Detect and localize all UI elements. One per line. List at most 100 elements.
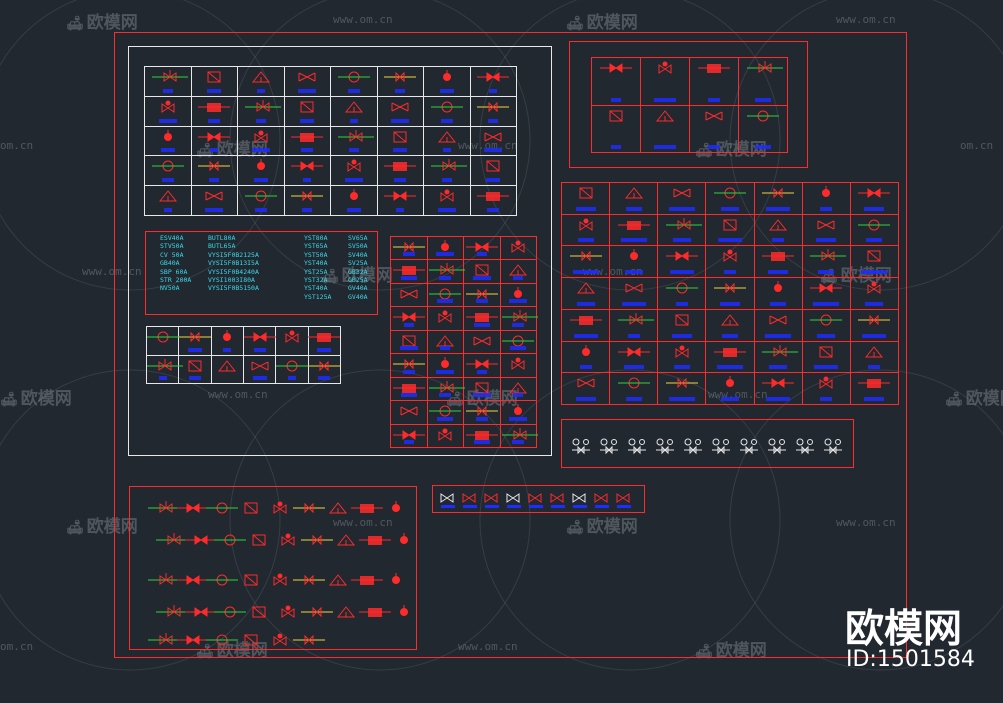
- loose-symbol-icon: [351, 576, 383, 585]
- symbol-cell: [211, 355, 244, 384]
- symbol-cell: [464, 401, 501, 425]
- valve-symbol-icon: [442, 70, 451, 81]
- symbol-label-mark: [814, 365, 839, 370]
- tag-code: YST32A: [304, 276, 328, 285]
- strip-valve-icon: [550, 493, 565, 508]
- symbol-cell: [427, 260, 466, 284]
- symbol-label-mark: [472, 393, 491, 398]
- symbol-cell: [191, 126, 238, 157]
- symbol-label-mark: [625, 206, 642, 211]
- valve-symbol-icon: [502, 427, 539, 440]
- loose-symbol-icon: [252, 534, 266, 546]
- symbol-cell: [238, 67, 285, 97]
- symbol-cell: [391, 377, 428, 402]
- symbol-label-mark: [158, 376, 167, 380]
- symbol-cell: [331, 156, 378, 187]
- symbol-label-mark: [772, 238, 785, 243]
- symbol-cell: [284, 156, 331, 187]
- valve-symbol-icon: [465, 313, 498, 323]
- symbol-label-mark: [755, 97, 771, 102]
- symbol-cell: [610, 183, 659, 215]
- symbol-cell: [850, 214, 899, 247]
- symbol-cell: [706, 278, 755, 310]
- symbol-cell: [145, 126, 192, 157]
- valve-symbol-icon: [251, 361, 269, 370]
- symbol-label-mark: [486, 178, 501, 183]
- valve-symbol-icon: [430, 159, 467, 172]
- symbol-label-mark: [399, 346, 418, 351]
- symbol-cell: [754, 183, 803, 215]
- valve-symbol-icon: [658, 61, 672, 74]
- symbol-label-mark: [621, 301, 646, 306]
- symbol-label-mark: [512, 440, 525, 444]
- scattered-symbols: [148, 501, 408, 646]
- symbol-label-mark: [349, 118, 358, 123]
- symbol-cell: [464, 424, 501, 448]
- symbol-label-mark: [476, 252, 487, 257]
- valve-symbol-icon: [244, 190, 277, 202]
- symbol-cell: [706, 183, 755, 215]
- symbol-cell: [610, 373, 659, 405]
- symbol-cell: [706, 341, 755, 374]
- loose-symbol-icon: [359, 608, 391, 617]
- instrument-panel: [569, 41, 808, 168]
- valve-symbol-icon: [769, 218, 788, 231]
- symbol-cell: [243, 327, 277, 356]
- valve-symbol-icon: [441, 240, 450, 251]
- symbol-cell: [706, 246, 755, 279]
- symbol-cell: [191, 156, 238, 187]
- symbol-cell: [562, 373, 611, 405]
- valve-symbol-icon: [400, 406, 418, 416]
- valve-symbol-icon: [655, 109, 675, 121]
- symbol-label-mark: [473, 440, 490, 444]
- symbol-cell: [658, 214, 707, 247]
- symbol-cell: [391, 424, 428, 448]
- symbol-cell: [850, 373, 899, 405]
- symbol-label-mark: [509, 299, 528, 304]
- valve-symbol-icon: [347, 159, 361, 173]
- valve-symbol-icon: [392, 312, 425, 323]
- symbol-label-mark: [576, 301, 595, 306]
- symbol-cell: [500, 354, 537, 378]
- symbol-sheet-frame: [128, 46, 552, 456]
- symbol-label-mark: [402, 252, 415, 257]
- strip-valve-icon: [462, 493, 477, 508]
- symbol-label-mark: [719, 301, 740, 306]
- symbol-label-mark: [579, 365, 592, 370]
- valve-symbol-icon: [437, 130, 456, 143]
- symbol-cell: [275, 355, 309, 384]
- valve-symbol-icon: [151, 70, 188, 82]
- tag-code: GV40A: [348, 284, 368, 293]
- symbol-label-mark: [818, 270, 835, 275]
- symbol-label-mark: [672, 238, 691, 243]
- symbol-label-mark: [253, 178, 268, 183]
- symbol-label-mark: [620, 238, 647, 243]
- symbol-cell: [391, 354, 428, 378]
- loose-symbol-icon: [281, 533, 295, 546]
- loose-symbol-icon: [392, 573, 400, 584]
- symbol-label-mark: [205, 207, 224, 212]
- nozzle-icon: [628, 438, 646, 455]
- loose-symbol-icon: [156, 533, 192, 545]
- valve-symbol-icon: [223, 330, 232, 341]
- symbol-cell: [424, 156, 471, 187]
- symbol-cell: [739, 105, 788, 153]
- valve-symbol-icon: [747, 110, 779, 121]
- valve-symbol-icon: [391, 102, 409, 112]
- tag-code: BUTL65A: [208, 242, 236, 251]
- valve-symbol-icon: [705, 111, 723, 120]
- symbol-label-mark: [510, 346, 527, 351]
- valve-symbol-icon: [392, 266, 425, 276]
- symbol-cell: [464, 354, 501, 378]
- valve-symbol-table: [144, 66, 517, 216]
- valve-symbol-icon: [665, 378, 698, 389]
- symbol-label-mark: [624, 270, 643, 275]
- tag-code: VYSI1003I80A: [208, 276, 255, 285]
- symbol-cell: [850, 309, 899, 342]
- valve-symbol-icon: [617, 377, 650, 389]
- symbol-label-mark: [301, 148, 314, 153]
- symbol-cell: [706, 214, 755, 247]
- symbol-cell: [610, 214, 659, 247]
- strip-valve-symbols: [440, 493, 631, 508]
- valve-symbol-icon: [629, 249, 638, 261]
